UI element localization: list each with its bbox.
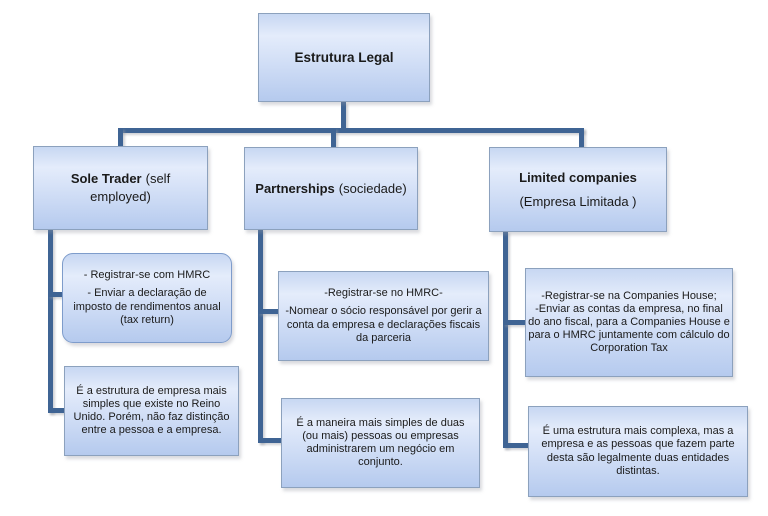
connector-sole-trader-stub-2 bbox=[48, 408, 66, 413]
note-sole-trader-1: - Registrar-se com HMRC - Enviar a decla… bbox=[62, 253, 232, 343]
root-node-label: Estrutura Legal bbox=[294, 50, 394, 65]
branch-heading-sole-trader-bold: Sole Trader bbox=[70, 171, 142, 187]
connector-limited-vertical bbox=[503, 231, 508, 448]
note-partnerships-1: -Registrar-se no HMRC- -Nomear o sócio r… bbox=[278, 271, 489, 361]
note-partnerships-1-paragraph-2: -Nomear o sócio responsável por gerir a … bbox=[285, 305, 482, 344]
note-sole-trader-2: É a estrutura de empresa mais simples qu… bbox=[64, 366, 239, 456]
note-partnerships-1-paragraph-1: -Registrar-se no HMRC- bbox=[324, 287, 443, 300]
note-limited-companies-2-paragraph-1: É uma estrutura mais complexa, mas a emp… bbox=[541, 425, 735, 477]
branch-heading-limited-companies-rest: (Empresa Limitada ) bbox=[519, 193, 637, 209]
connector-sole-trader-vertical bbox=[48, 229, 53, 413]
connector-limited-stub-2 bbox=[503, 443, 530, 448]
connector-drop-limited bbox=[579, 128, 584, 147]
branch-heading-partnerships-bold: Partnerships bbox=[255, 180, 335, 196]
note-limited-companies-2: É uma estrutura mais complexa, mas a emp… bbox=[528, 406, 748, 497]
branch-node-partnerships: Partnerships(sociedade) bbox=[244, 147, 418, 230]
connector-partnerships-vertical bbox=[258, 229, 263, 443]
connector-limited-stub-1 bbox=[503, 320, 527, 325]
connector-partnerships-stub-2 bbox=[258, 438, 283, 443]
connector-root-vertical bbox=[341, 102, 346, 128]
note-sole-trader-1-paragraph-1: - Registrar-se com HMRC bbox=[83, 269, 211, 282]
note-sole-trader-1-paragraph-2: - Enviar a declaração de imposto de rend… bbox=[73, 287, 221, 326]
note-partnerships-2-paragraph-1: É a maneira mais simples de duas (ou mai… bbox=[296, 416, 465, 469]
note-limited-companies-1: -Registrar-se na Companies House; -Envia… bbox=[525, 268, 733, 377]
note-limited-companies-1-paragraph-2: -Enviar as contas da empresa, no final d… bbox=[528, 302, 730, 355]
connector-drop-partnerships bbox=[331, 128, 336, 147]
branch-heading-sole-trader-rest: (self employed) bbox=[90, 171, 171, 204]
connector-top-horizontal bbox=[118, 128, 584, 133]
branch-heading-partnerships-rest: (sociedade) bbox=[338, 180, 407, 196]
branch-heading-limited-companies-bold: Limited companies bbox=[519, 169, 637, 185]
note-sole-trader-2-paragraph-1: É a estrutura de empresa mais simples qu… bbox=[73, 384, 230, 437]
connector-drop-sole-trader bbox=[118, 128, 123, 147]
connector-sole-trader-stub-1 bbox=[48, 292, 64, 297]
note-limited-companies-1-paragraph-1: -Registrar-se na Companies House; bbox=[541, 289, 717, 302]
branch-heading-limited-companies: Limited companies (Empresa Limitada ) bbox=[519, 169, 637, 210]
branch-node-limited-companies: Limited companies (Empresa Limitada ) bbox=[489, 147, 667, 232]
branch-node-sole-trader: Sole Trader(self employed) bbox=[33, 146, 208, 230]
connector-partnerships-stub-1 bbox=[258, 309, 280, 314]
root-node-estrutura-legal: Estrutura Legal bbox=[258, 13, 430, 102]
note-partnerships-2: É a maneira mais simples de duas (ou mai… bbox=[281, 398, 480, 488]
branch-heading-sole-trader: Sole Trader(self employed) bbox=[52, 170, 189, 205]
branch-heading-partnerships: Partnerships(sociedade) bbox=[255, 180, 406, 198]
